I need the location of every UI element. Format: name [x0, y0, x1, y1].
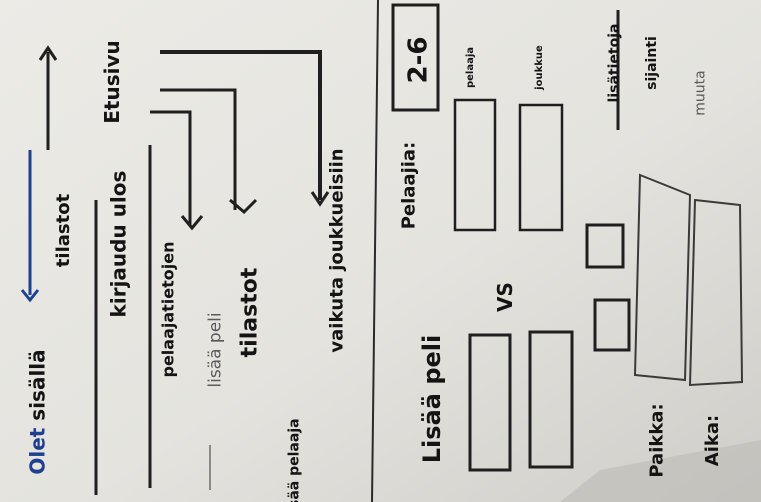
players-label: Pelaajia: [398, 141, 420, 230]
nav-teams[interactable]: vaikuta joukkueisiin [326, 148, 348, 353]
square-2 [593, 298, 631, 352]
nav-stats[interactable]: tilastot [237, 267, 263, 358]
status-rest: sisällä [25, 349, 50, 421]
time-label: Aika: [702, 414, 724, 467]
players-value[interactable]: 2-6 [403, 36, 434, 84]
place-label: Paikka: [646, 403, 668, 478]
place-field [633, 173, 692, 382]
page-title: Lisää peli [418, 334, 447, 464]
input-box-4 [528, 330, 574, 469]
time-field [688, 198, 744, 387]
column-a-label: pelaaja [465, 46, 477, 89]
players-box [391, 3, 440, 112]
nav-logout[interactable]: kirjaudu ulos [106, 170, 131, 318]
fold-line [371, 0, 379, 502]
nav-home[interactable]: Etusivu [99, 40, 124, 124]
side-label-3: muuta [692, 70, 709, 116]
nav-add-game[interactable]: lisää peli [205, 312, 226, 388]
nav-add-player[interactable]: lisää pelaaja [286, 418, 303, 502]
vs-text: VS [492, 282, 517, 312]
square-1 [585, 223, 625, 269]
input-box-3 [468, 333, 512, 472]
nav-player-data[interactable]: pelaajatietojen [158, 241, 178, 378]
input-box-1 [453, 98, 497, 232]
status-prefix: Olet [25, 427, 50, 475]
column-b-label: joukkue [533, 45, 545, 90]
side-label-2: sijainti [643, 36, 660, 90]
status-text: Olet sisällä [26, 349, 50, 474]
nav-stats-top[interactable]: tilastot [53, 193, 75, 268]
side-label: lisätietoja [606, 23, 623, 103]
input-box-2 [518, 103, 564, 232]
